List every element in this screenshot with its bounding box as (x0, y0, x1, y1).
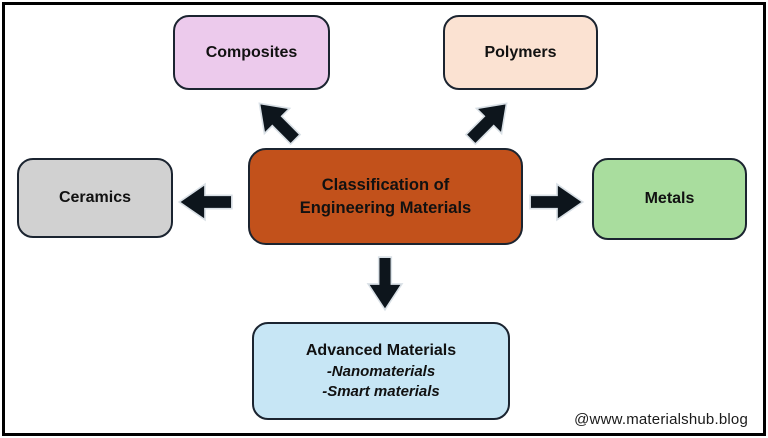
center-label-line1: Classification of (321, 176, 450, 195)
node-advanced-materials: Advanced Materials -Nanomaterials -Smart… (252, 322, 510, 420)
arrow-down-icon (366, 256, 404, 312)
arrow-up-left-icon (244, 88, 310, 154)
arrow-left-icon (177, 182, 233, 222)
node-ceramics-label: Ceramics (58, 189, 132, 206)
node-composites: Composites (173, 15, 330, 90)
node-metals: Metals (592, 158, 747, 240)
node-center-classification: Classification of Engineering Materials (248, 148, 523, 245)
arrow-up-right-icon (456, 88, 522, 154)
center-label-line2: Engineering Materials (299, 198, 472, 217)
node-advanced-label: Advanced Materials (305, 341, 457, 359)
node-metals-label: Metals (644, 190, 695, 207)
node-advanced-sub2: -Smart materials (322, 383, 440, 401)
node-ceramics: Ceramics (17, 158, 173, 238)
node-polymers-label: Polymers (484, 43, 557, 61)
watermark-text: @www.materialshub.blog (574, 411, 748, 428)
node-polymers: Polymers (443, 15, 598, 90)
node-composites-label: Composites (205, 43, 298, 61)
node-advanced-sub1: -Nanomaterials (326, 362, 436, 380)
arrow-right-icon (529, 182, 585, 222)
